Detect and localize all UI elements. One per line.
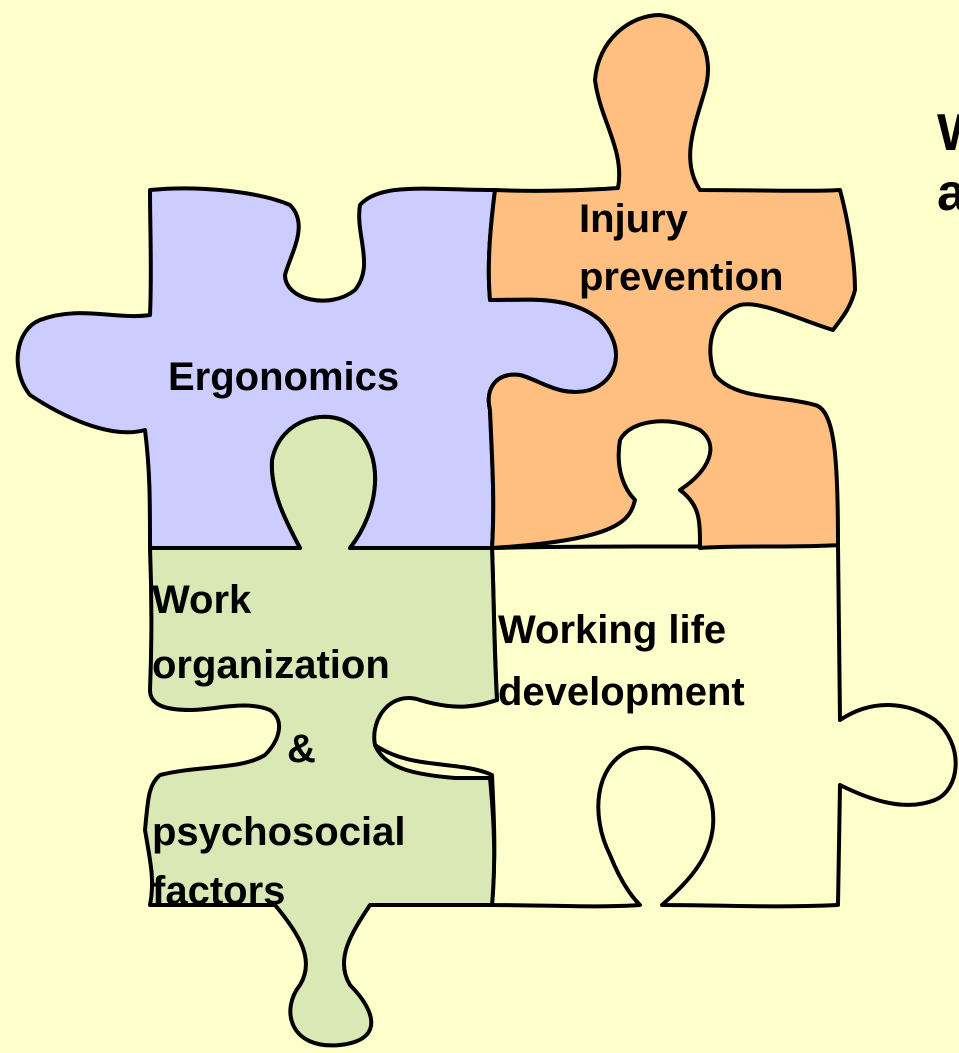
side-heading-fragment: W a xyxy=(937,104,959,222)
label-line: Injury xyxy=(579,197,689,241)
label-work-organization: Work organization & psychosocial factors xyxy=(152,578,417,913)
label-line: Working life xyxy=(498,608,726,652)
label-line: Ergonomics xyxy=(168,355,399,399)
label-line: & xyxy=(287,727,316,771)
label-line: psychosocial xyxy=(152,810,405,854)
label-working-life: Working life development xyxy=(498,608,745,714)
label-line: organization xyxy=(152,643,390,687)
puzzle-piece-injury-prevention xyxy=(486,13,857,550)
label-line: W xyxy=(937,104,959,162)
label-line: a xyxy=(937,164,959,222)
label-injury-prevention: Injury prevention xyxy=(579,197,783,299)
label-line: development xyxy=(498,670,745,714)
label-ergonomics: Ergonomics xyxy=(168,355,399,399)
label-line: factors xyxy=(152,869,285,913)
label-line: Work xyxy=(152,578,252,622)
label-line: prevention xyxy=(579,255,783,299)
